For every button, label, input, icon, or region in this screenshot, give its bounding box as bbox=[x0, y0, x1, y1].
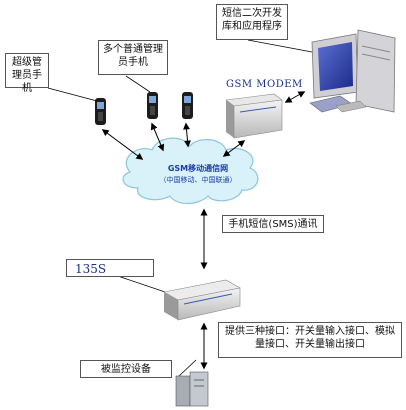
admin-phone-1-icon bbox=[147, 92, 158, 119]
super-admin-callout-line bbox=[47, 87, 98, 102]
sms-comm-label: 手机短信(SMS)通讯 bbox=[222, 215, 324, 233]
arrow-super-admin-cloud bbox=[101, 129, 144, 160]
admin-phones-label: 多个普通管理员手机 bbox=[98, 40, 168, 75]
arrow-admin2-cloud bbox=[183, 122, 191, 148]
device-135s-label: 135S bbox=[66, 259, 154, 277]
admin-callout-line bbox=[125, 75, 151, 93]
monitored-device-icon bbox=[175, 371, 209, 407]
arrow-modem-cloud bbox=[222, 140, 246, 157]
dev-lib-label: 短信二次开发库和应用程序 bbox=[216, 4, 288, 40]
gsm-modem-label: GSM MODEM bbox=[226, 79, 303, 90]
super-admin-phone-icon bbox=[95, 98, 106, 125]
device-135s-icon bbox=[163, 279, 241, 321]
dev-lib-callout-line bbox=[247, 39, 313, 53]
arrow-admin1-cloud bbox=[150, 122, 165, 152]
monitored-device-label: 被监控设备 bbox=[80, 360, 172, 378]
cloud-title: GSM移动通信网 bbox=[167, 164, 229, 173]
admin-phone-2-icon bbox=[182, 92, 193, 119]
arrow-modem-computer bbox=[284, 91, 306, 103]
gsm-modem-icon bbox=[225, 93, 283, 139]
interfaces-label: 提供三种接口：开关量输入接口、模拟量接口、开关量输出接口 bbox=[218, 322, 402, 358]
cloud-subtitle: （中国移动、中国联通） bbox=[159, 176, 237, 184]
super-admin-phone-label: 超级管理员手机 bbox=[5, 53, 49, 94]
device-callout-line bbox=[177, 359, 197, 378]
computer-icon bbox=[309, 29, 396, 113]
